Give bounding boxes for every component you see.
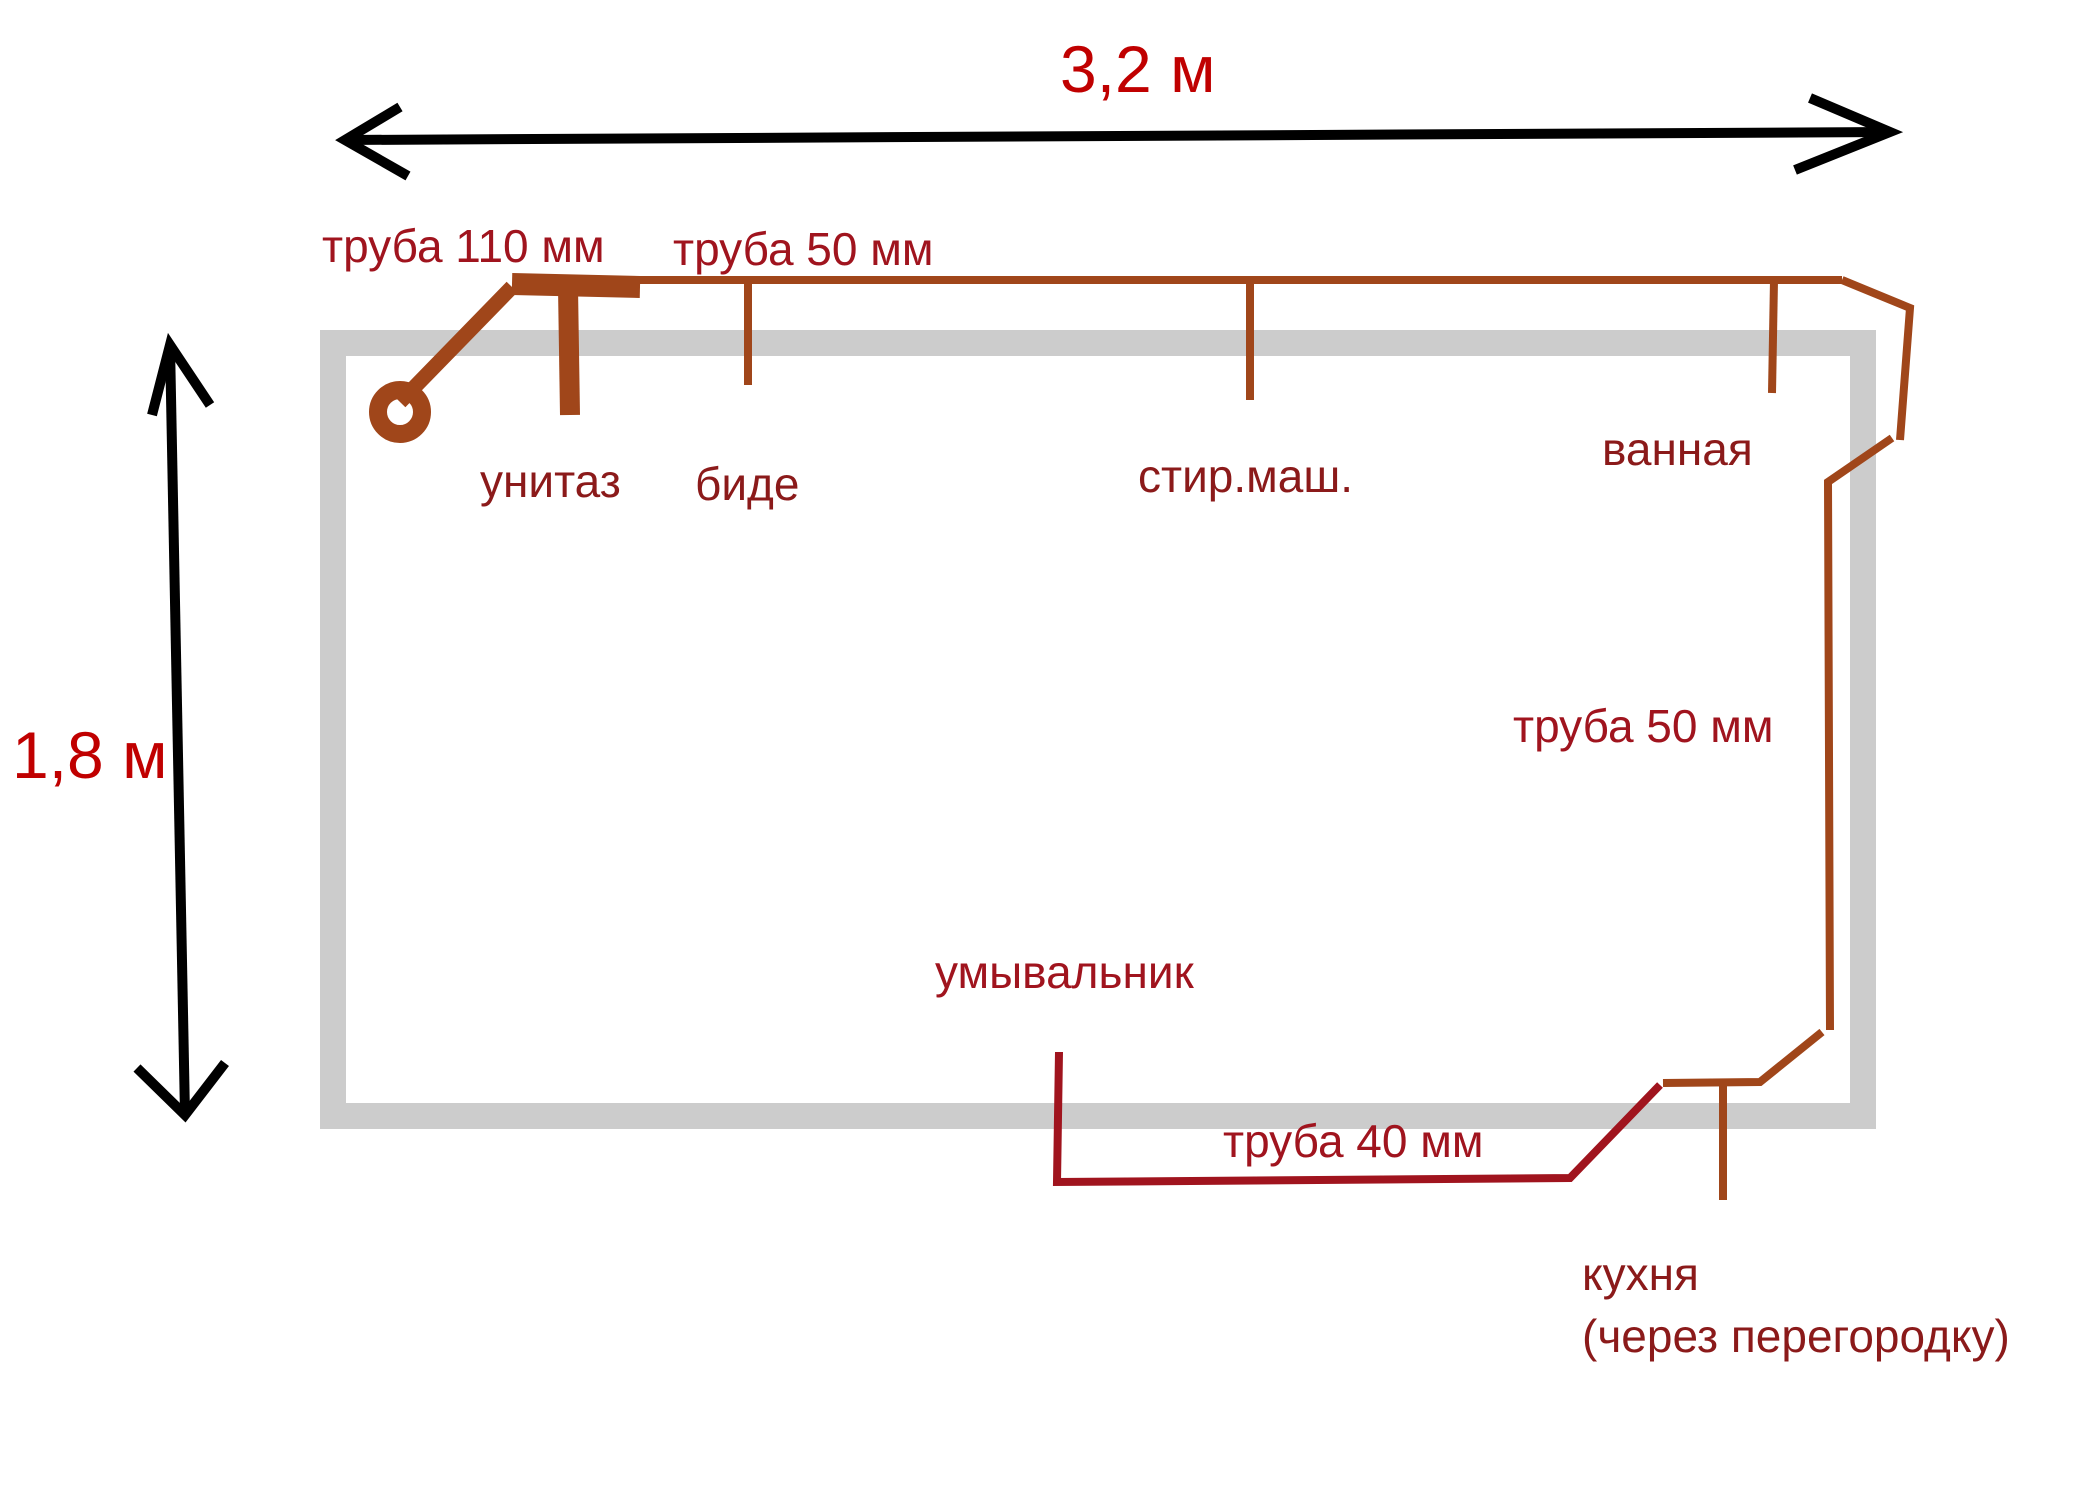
pipe-50mm-right [1662,434,1895,1200]
riser-center-icon [395,407,405,417]
height-label: 1,8 м [12,718,167,792]
washing-machine-label: стир.маш. [1138,450,1353,502]
pipe-50-top-label: труба 50 мм [673,223,934,275]
riser-icon [369,381,431,443]
height-dimension-arrow [133,332,229,1123]
pipe-110-label: труба 110 мм [322,220,605,272]
toilet-label: унитаз [480,455,621,507]
bathtub-label: ванная [1602,423,1753,475]
room-wall-outline [320,330,1876,1129]
bidet-label: биде [695,458,799,510]
pipe-40-label: труба 40 мм [1223,1115,1484,1167]
pipe-50-right-label: труба 50 мм [1513,700,1774,752]
width-dimension-arrow [335,93,1904,181]
washbasin-label: умывальник [935,946,1195,998]
pipe-40mm [1052,1051,1663,1187]
pipe-110mm [394,273,641,416]
pipe-50mm-top [640,276,1915,441]
kitchen-label: кухня [1582,1248,1699,1300]
kitchen-note-label: (через перегородку) [1582,1310,2010,1362]
width-label: 3,2 м [1060,32,1215,106]
